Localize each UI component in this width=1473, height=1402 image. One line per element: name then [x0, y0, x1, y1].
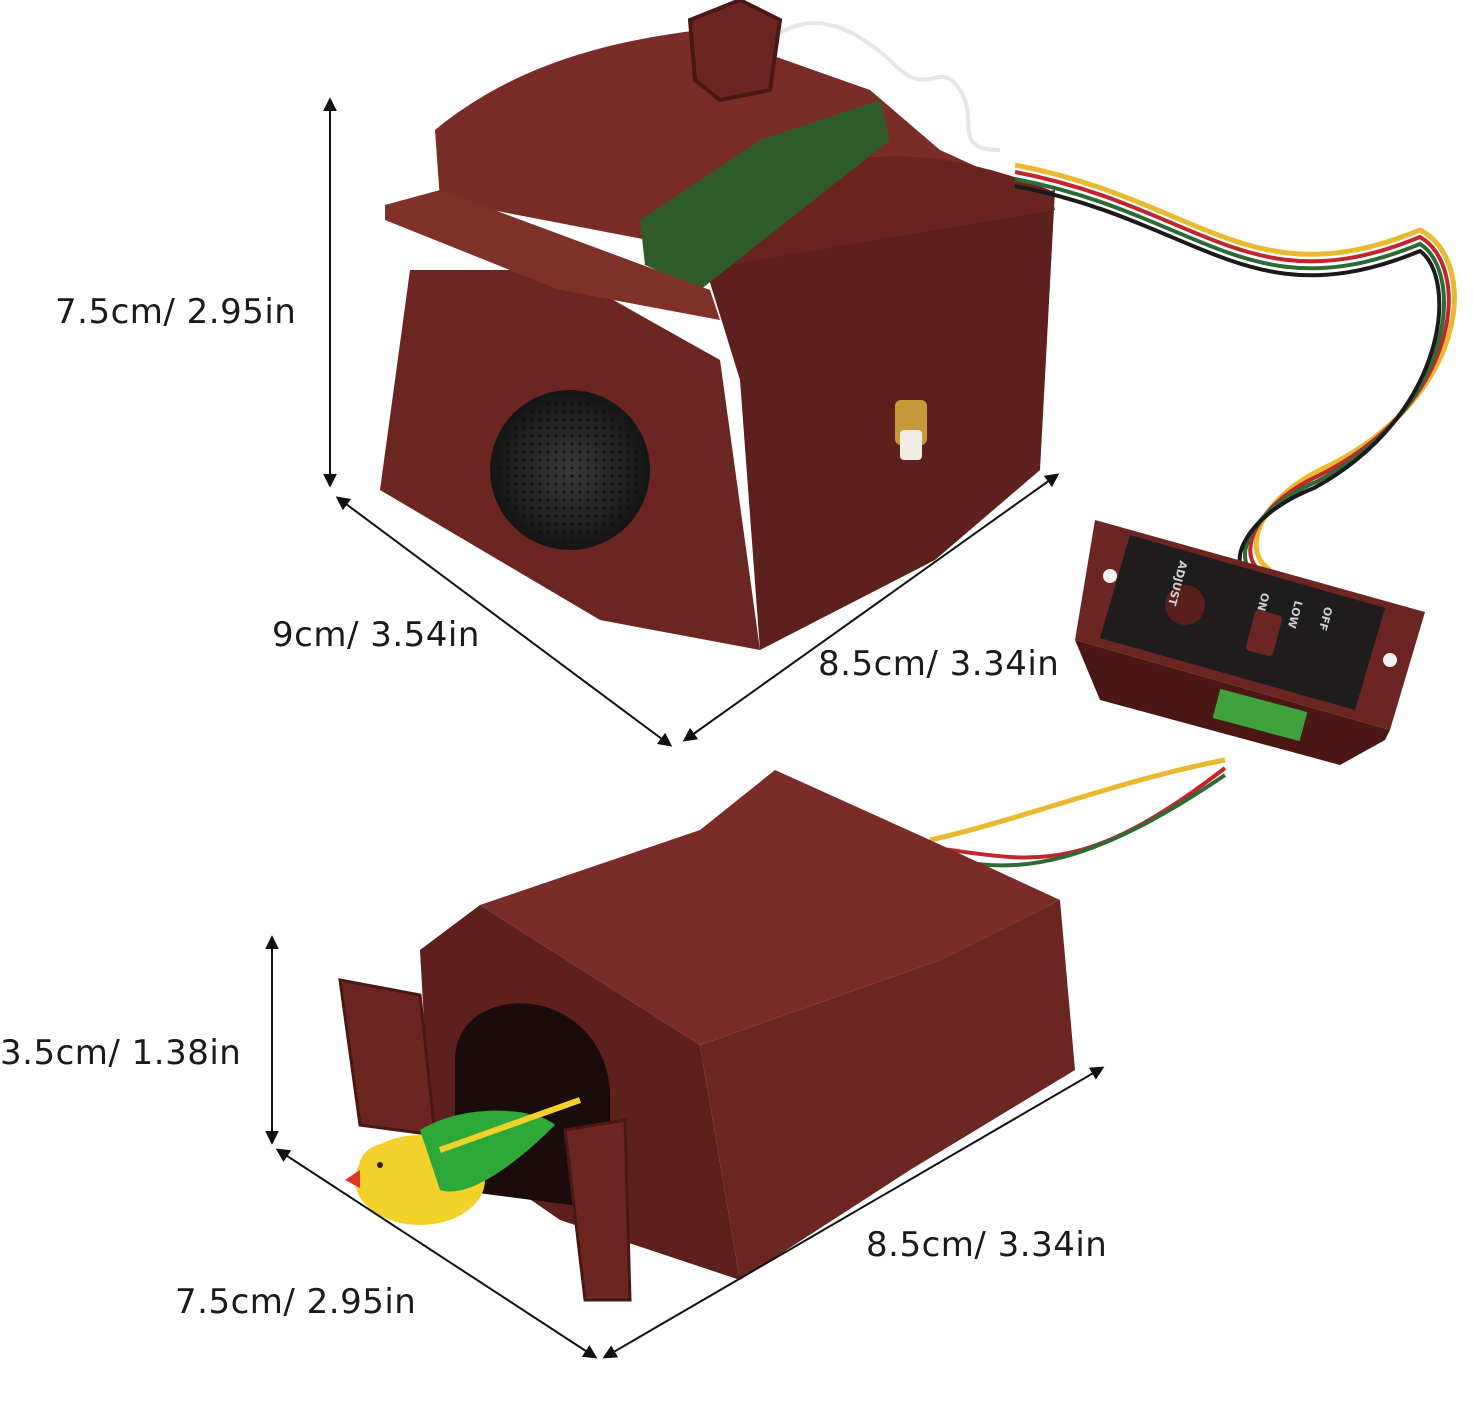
top-width-label: 8.5cm/ 3.34in: [818, 644, 1060, 684]
panel-label-on: ON: [1254, 591, 1271, 612]
front-flange: [385, 190, 720, 320]
top-handle: [687, 0, 783, 103]
right-shutter-door: [563, 1118, 632, 1302]
bottom-depth-label: 7.5cm/ 2.95in: [175, 1282, 417, 1322]
arrow-bot-width: [602, 1066, 1105, 1359]
mount-hole-right: [1383, 653, 1397, 667]
bottom-width-label: 8.5cm/ 3.34in: [866, 1225, 1108, 1265]
bottom-mechanism: [338, 757, 1227, 1302]
pcb-board: [640, 100, 890, 290]
mount-hole-left: [1103, 569, 1117, 583]
arrow-top-depth: [335, 496, 673, 747]
bird-stick: [438, 1097, 582, 1153]
panel-label-off: OFF: [1316, 605, 1335, 632]
switch-panel: ADJUST ON LOW OFF: [1075, 520, 1425, 765]
arrow-bot-depth: [275, 1148, 598, 1359]
arrow-top-width: [682, 473, 1060, 742]
top-height-label: 7.5cm/ 2.95in: [55, 292, 297, 332]
bottom-height-label: 3.5cm/ 1.38in: [0, 1033, 242, 1073]
top-mechanism: [380, 0, 1457, 650]
panel-pcb: [1212, 688, 1308, 742]
top-depth-label: 9cm/ 3.54in: [272, 615, 480, 655]
panel-face: [1100, 535, 1385, 710]
bird-beak: [345, 1170, 360, 1188]
bird-box-top: [480, 770, 1060, 1045]
dimension-arrows: [265, 97, 1105, 1359]
bird-head: [359, 1144, 411, 1192]
white-wire: [768, 21, 1001, 152]
left-shutter-door: [338, 978, 437, 1137]
adjust-button: [1165, 585, 1205, 625]
mode-slider-knob: [1245, 609, 1283, 657]
